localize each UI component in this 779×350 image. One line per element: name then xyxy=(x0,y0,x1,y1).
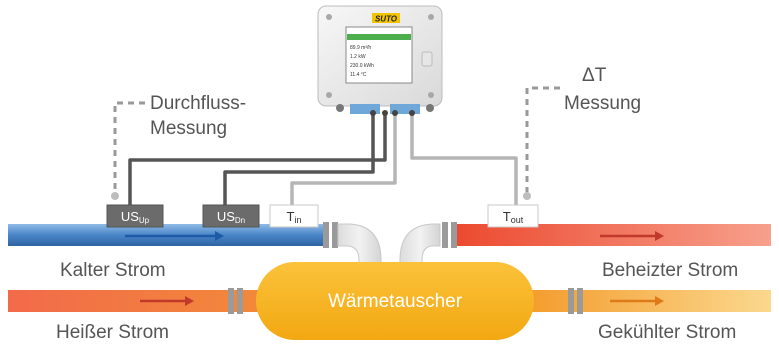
cooled-flow-arrow xyxy=(610,296,664,306)
flow-callout-dot xyxy=(111,192,119,200)
flange xyxy=(237,288,243,314)
device-logo-plate xyxy=(372,13,400,23)
flow-measurement-label-2: Messung xyxy=(150,118,227,139)
sensor-t-out-sub: out xyxy=(511,215,524,225)
flange xyxy=(451,222,457,248)
flow-measurement-label-1: Durchfluss- xyxy=(150,93,246,114)
cooled-stream-label: Gekühlter Strom xyxy=(598,322,736,343)
sensor-us-dn: USDn xyxy=(202,204,260,228)
elbow-right xyxy=(399,223,441,269)
sensor-t-out-main: T xyxy=(503,209,511,224)
flange xyxy=(577,288,583,314)
cable-us-dn xyxy=(223,115,375,207)
svg-text:USDn: USDn xyxy=(217,209,245,225)
deltat-callout-line xyxy=(525,86,560,192)
port-block-right xyxy=(390,104,420,114)
svg-text:USUp: USUp xyxy=(121,209,150,225)
delta-t-label-2: Messung xyxy=(564,93,641,114)
flange xyxy=(332,222,338,248)
cables xyxy=(128,115,518,207)
screen-line: 11.4 °C xyxy=(350,72,367,78)
device-logo: SUTO xyxy=(375,15,398,24)
sensor-t-in: Tin xyxy=(269,204,319,228)
sensor-t-out: Tout xyxy=(487,204,539,228)
sensor-t-in-sub: in xyxy=(294,215,301,225)
cold-flow-arrow xyxy=(125,231,224,241)
heat-exchanger xyxy=(256,262,534,340)
deltat-callout-dot xyxy=(523,192,531,200)
hot-flow-arrow xyxy=(140,296,194,306)
svg-text:Tout: Tout xyxy=(503,209,524,225)
svg-text:Tin: Tin xyxy=(287,209,302,225)
sensor-t-in-main: T xyxy=(287,209,295,224)
sensor-us-dn-sub: Dn xyxy=(235,216,245,225)
elbow-left xyxy=(337,223,382,269)
screen-line: 89.9 m³/h xyxy=(350,45,371,51)
heated-flow-arrow xyxy=(600,231,664,241)
flange xyxy=(442,222,448,248)
sensor-us-dn-main: US xyxy=(217,209,235,224)
measuring-device: SUTO 89.9 m³/h 1.2 kW 230.0 kWh 11.4 °C xyxy=(317,5,443,116)
sensor-us-up-sub: Up xyxy=(139,216,150,225)
heated-stream-label: Beheizter Strom xyxy=(602,260,738,281)
sensor-us-up-main: US xyxy=(121,209,139,224)
screen-line: 1.2 kW xyxy=(350,54,366,60)
flange xyxy=(228,288,234,314)
screen-line: 230.0 kWh xyxy=(350,63,374,69)
port-block-left xyxy=(350,104,380,114)
sensor-us-up: USUp xyxy=(106,204,164,228)
cable-us-up xyxy=(128,115,387,207)
heat-exchanger-label: Wärmetauscher xyxy=(328,291,463,312)
flow-callout-line xyxy=(113,101,145,192)
cable-t-out xyxy=(410,115,518,207)
delta-t-label-1: ΔT xyxy=(582,65,607,86)
cable-t-in xyxy=(290,115,397,207)
flange xyxy=(568,288,574,314)
flange xyxy=(323,222,329,248)
hot-stream-label: Heißer Strom xyxy=(56,322,169,343)
cold-stream-label: Kalter Strom xyxy=(60,260,166,281)
hot-pipe xyxy=(8,290,270,312)
